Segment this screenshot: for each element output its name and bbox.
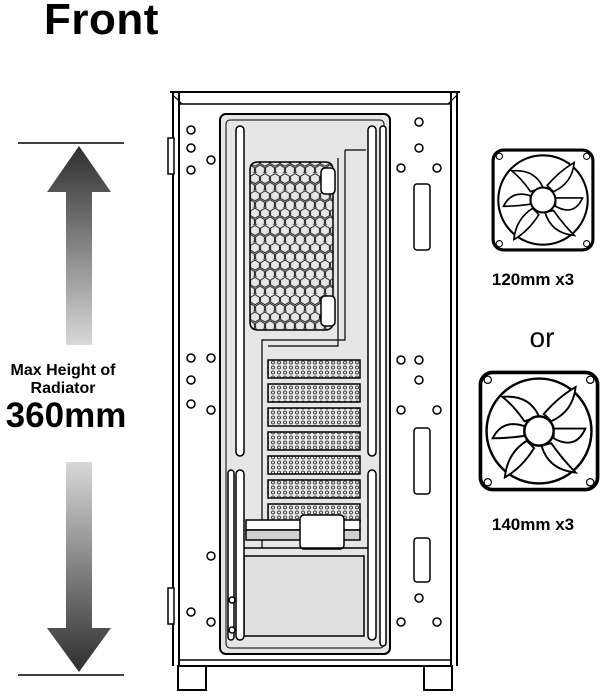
fan-120-label: 120mm x3 xyxy=(491,270,575,289)
or-separator: or xyxy=(529,322,555,353)
case-front-drawing xyxy=(167,91,460,691)
gpu-bracket xyxy=(240,514,370,550)
arrow-up-icon xyxy=(47,146,111,345)
fan-icon xyxy=(491,148,595,252)
radiator-height-label: Max Height of Radiator xyxy=(10,362,116,397)
fan-140-label: 140mm x3 xyxy=(491,515,575,534)
dimension-arrows xyxy=(18,142,124,676)
vertical-slots xyxy=(227,125,387,647)
page-title: Front xyxy=(44,0,159,44)
arrow-down-icon xyxy=(47,462,111,672)
fan-icon xyxy=(478,370,600,492)
psu-shroud xyxy=(243,555,365,637)
cable-routing xyxy=(261,149,366,548)
side-bays xyxy=(413,183,431,583)
expansion-slots xyxy=(267,359,361,523)
hex-mesh-panel xyxy=(249,161,336,331)
screw-holes xyxy=(186,117,442,634)
radiator-height-value: 360mm xyxy=(5,396,127,435)
